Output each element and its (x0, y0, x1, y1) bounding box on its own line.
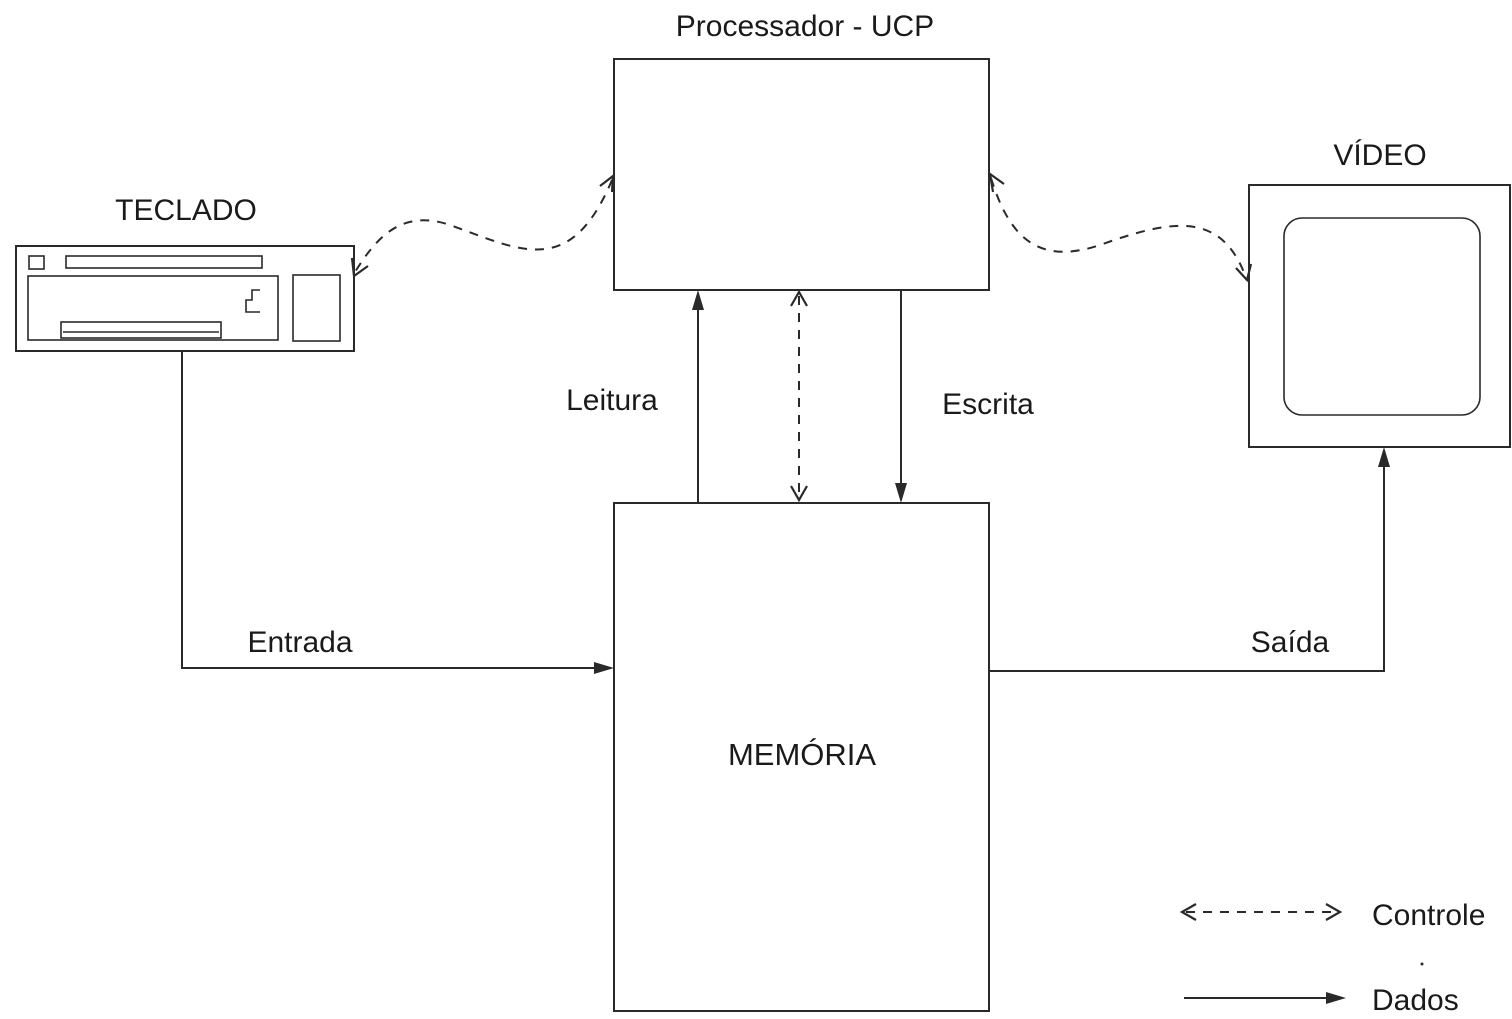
processor-label: Processador - UCP (676, 10, 934, 43)
escrita-label: Escrita (942, 388, 1034, 421)
edge-saida: Saída (989, 447, 1390, 672)
entrada-label: Entrada (247, 626, 352, 659)
memory-node: MEMÓRIA (613, 502, 990, 1012)
keyboard-node: TECLADO (15, 194, 355, 352)
keyboard-label: TECLADO (115, 194, 257, 227)
memory-box (613, 502, 990, 1012)
legend-control: Controle (1179, 899, 1485, 932)
leitura-label: Leitura (566, 384, 658, 417)
edge-control-processor-video (988, 171, 1253, 283)
legend-data-label: Dados (1372, 984, 1459, 1014)
memory-label: MEMÓRIA (728, 737, 876, 772)
video-label: VÍDEO (1333, 139, 1426, 172)
video-node: VÍDEO (1248, 139, 1511, 448)
edge-entrada: Entrada (181, 351, 614, 674)
edge-escrita: Escrita (895, 290, 1034, 503)
keyboard-icon (15, 245, 355, 352)
edge-control-processor-keyboard (350, 173, 615, 278)
processor-node: Processador - UCP (613, 10, 990, 291)
legend-control-label: Controle (1372, 899, 1485, 932)
legend: Controle Dados (1179, 899, 1485, 1017)
legend-data: Dados (1184, 984, 1459, 1017)
edge-control-processor-memory (790, 289, 808, 503)
saida-label: Saída (1251, 626, 1330, 659)
processor-box (613, 58, 990, 291)
edge-leitura: Leitura (566, 290, 704, 503)
monitor-icon (1248, 184, 1511, 448)
